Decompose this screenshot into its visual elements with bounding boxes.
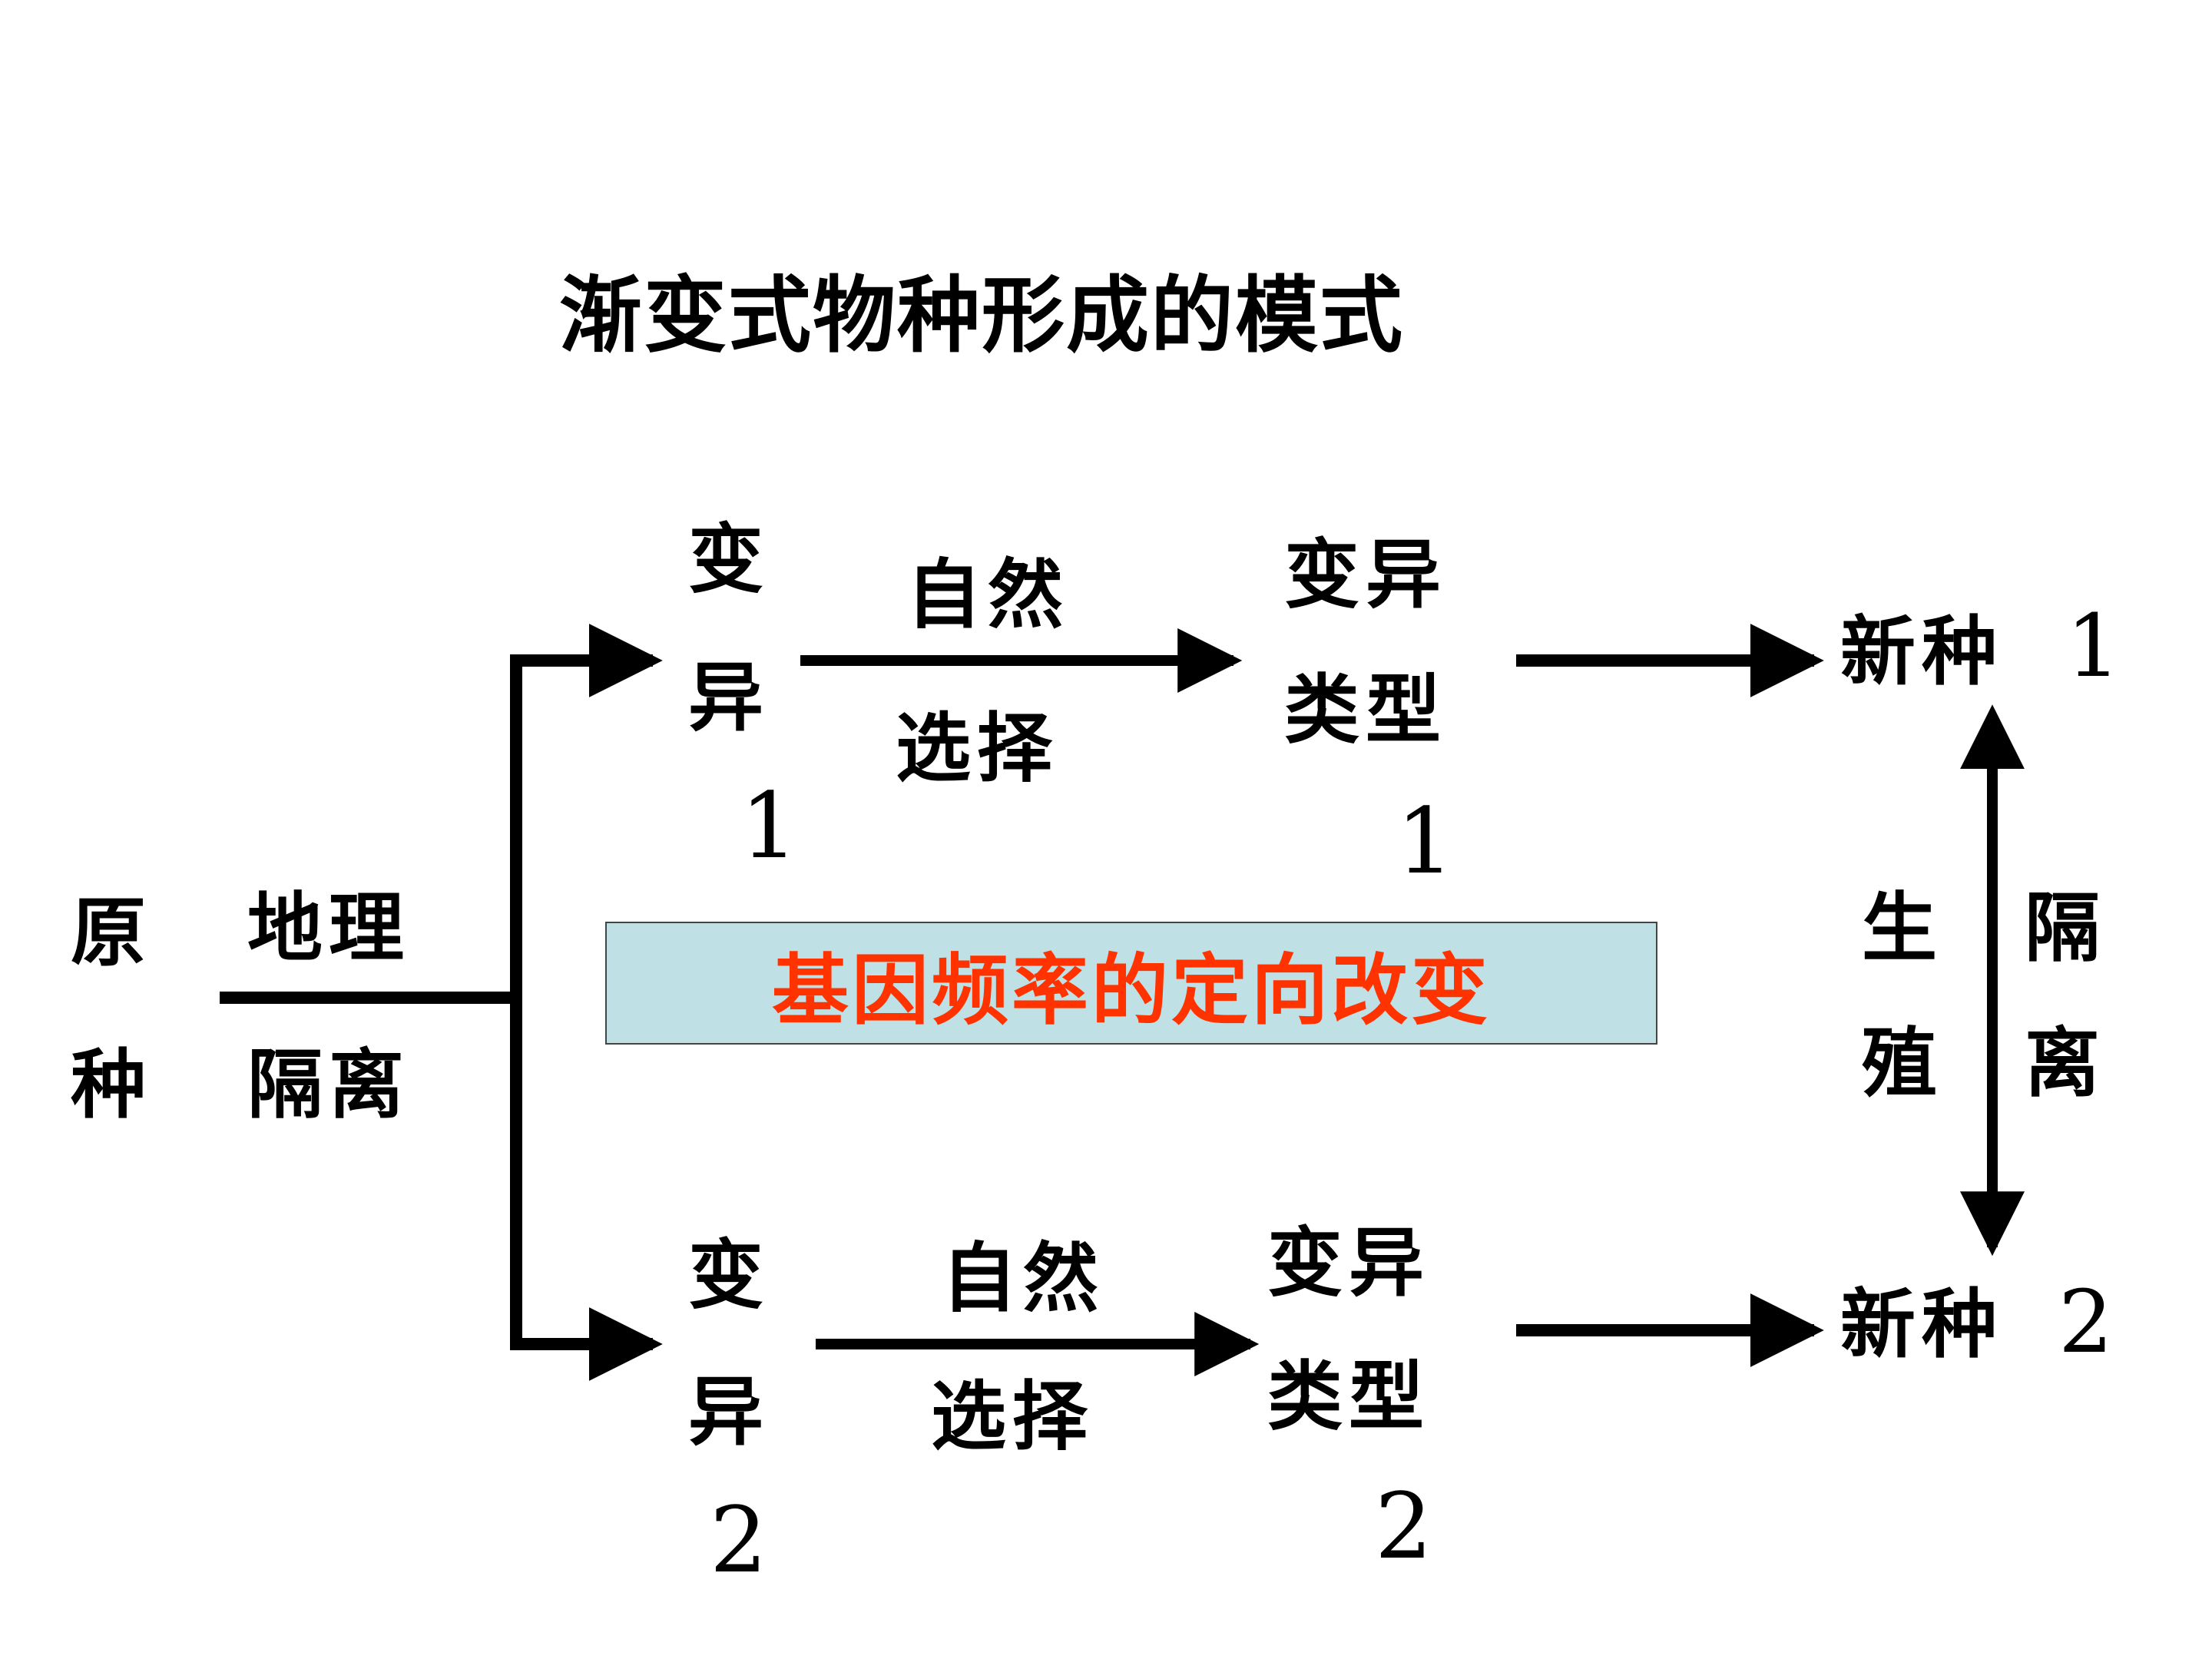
origin-species-bottom: 种 (71, 1041, 153, 1129)
lower-selection-top: 自然 (942, 1235, 1105, 1323)
origin-species-top: 原 (71, 889, 153, 977)
upper-type-top: 变异 (1284, 531, 1448, 619)
upper-variation-char2: 异 (688, 654, 764, 742)
new-species-2-label: 新种 (1840, 1281, 2004, 1369)
lower-type-bottom: 类型 (1267, 1353, 1431, 1441)
lower-type-top: 变异 (1267, 1220, 1431, 1307)
page-title: 渐变式物种形成的模式 (559, 268, 1405, 364)
geographic-isolation-top: 地理 (247, 885, 411, 972)
new-species-1-label: 新种 (1840, 608, 2004, 696)
lower-variation-char1: 变 (688, 1232, 764, 1320)
new-species-1-number: 1 (2066, 597, 2121, 697)
geographic-isolation-bottom: 隔离 (247, 1041, 411, 1129)
upper-variation-number: 1 (740, 773, 799, 879)
reproductive-left-bottom: 殖 (1862, 1020, 1938, 1108)
new-species-2-number: 2 (2058, 1273, 2114, 1373)
lower-variation-number: 2 (710, 1487, 768, 1593)
lower-type-number: 2 (1375, 1473, 1433, 1579)
upper-selection-top: 自然 (906, 551, 1070, 639)
lower-variation-char2: 异 (688, 1369, 764, 1456)
lower-selection-bottom: 选择 (931, 1373, 1094, 1461)
gene-frequency-text: 基因频率的定向改变 (772, 945, 1491, 1035)
upper-selection-bottom: 选择 (896, 705, 1059, 793)
upper-type-number: 1 (1396, 788, 1455, 894)
upper-type-bottom: 类型 (1284, 667, 1448, 754)
reproductive-right-bottom: 离 (2025, 1020, 2101, 1108)
upper-variation-char1: 变 (688, 516, 764, 604)
gene-frequency-banner: 基因频率的定向改变 (605, 922, 1657, 1045)
reproductive-left-top: 生 (1862, 885, 1938, 972)
reproductive-right-top: 隔 (2025, 885, 2101, 972)
